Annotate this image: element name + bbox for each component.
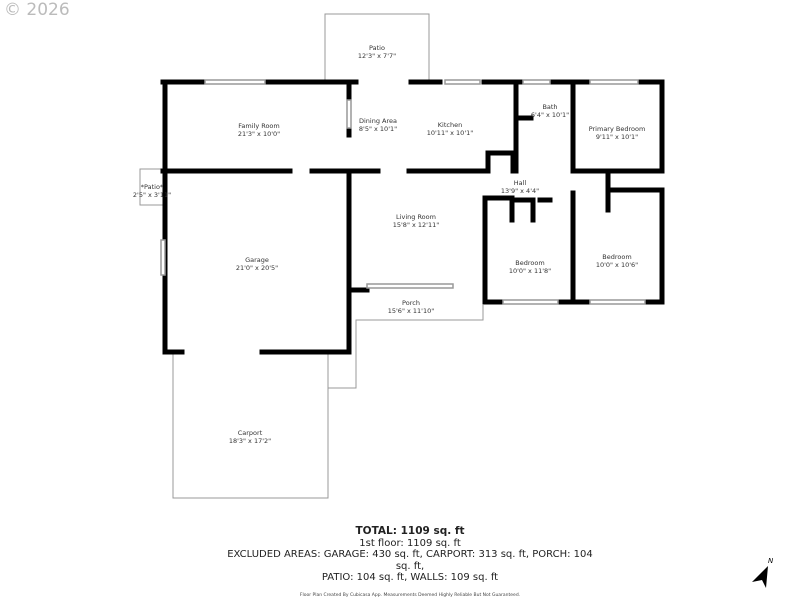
room-name: Carport [238,429,263,437]
room-name: Dining Area [359,117,397,125]
room-dims: 2'5" x 3'11" [133,191,171,199]
north-label: N [768,557,774,565]
room-name: Bedroom [515,259,544,267]
room-dims: 9'11" x 10'1" [596,133,638,141]
room-dims: 21'3" x 10'0" [238,130,280,138]
room-name: Garage [245,256,269,264]
room-name: Porch [402,299,420,307]
room-name: Bedroom [602,253,631,261]
carport-outline [173,352,328,498]
room-name: Primary Bedroom [589,125,646,133]
room-name: Bath [542,103,557,111]
area-summary: TOTAL: 1109 sq. ft 1st floor: 1109 sq. f… [220,526,600,601]
room-dims: 10'0" x 11'8" [509,267,551,275]
room-dims: 10'0" x 10'6" [596,261,638,269]
room-dims: 15'8" x 12'11" [393,221,439,229]
room-name: Family Room [238,122,280,130]
room-dims: 15'6" x 11'10" [388,307,434,315]
room-dims: 13'9" x 4'4" [501,187,539,195]
room-dims: 12'3" x 7'7" [358,52,396,60]
room-dims: 21'0" x 20'5" [236,264,278,272]
room-dims: 6'4" x 10'1" [531,111,569,119]
room-name: Kitchen [438,121,462,129]
floor-area: 1st floor: 1109 sq. ft [220,538,600,550]
outdoor-outlines [140,14,483,498]
excluded-areas: EXCLUDED AREAS: GARAGE: 430 sq. ft, CARP… [220,549,600,572]
room-name: Patio [369,44,385,52]
room-name: Living Room [396,213,436,221]
credit-note: Floor Plan Created By Cubicasa App. Meas… [220,590,600,601]
room-dims: 10'11" x 10'1" [427,129,473,137]
room-dims: 8'5" x 10'1" [359,125,397,133]
room-dims: 18'3" x 17'2" [229,437,271,445]
excluded-areas-cont: PATIO: 104 sq. ft, WALLS: 109 sq. ft [220,572,600,584]
room-name: Hall [514,179,527,187]
north-arrow-icon: N [748,554,778,590]
room-name: *Patio* [141,183,164,191]
total-area: TOTAL: 1109 sq. ft [220,526,600,538]
